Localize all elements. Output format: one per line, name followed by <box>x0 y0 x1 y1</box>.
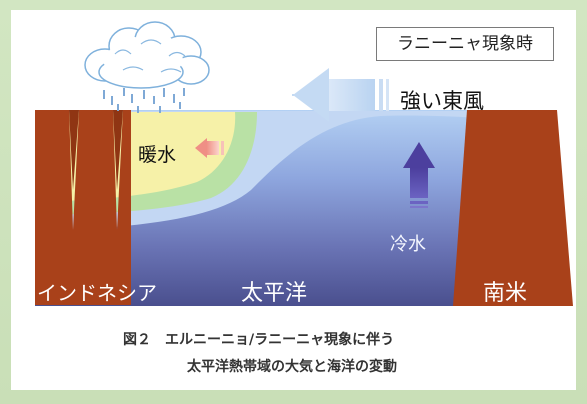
cold-water-label: 冷水 <box>390 234 426 255</box>
la-nina-diagram <box>35 21 573 306</box>
upwelling-arrow-icon <box>403 142 435 208</box>
wind-arrow-icon <box>292 68 389 122</box>
pacific-label: 太平洋 <box>241 281 308 306</box>
caption-line-1: 図２ エルニーニョ/ラニーニャ現象に伴う <box>123 332 395 348</box>
warm-water-label: 暖水 <box>138 144 177 166</box>
indonesia-land-detail <box>69 110 123 190</box>
warm-flow-arrow-icon <box>195 138 224 158</box>
south-america-land <box>453 110 573 306</box>
caption-line-2: 太平洋熱帯域の大気と海洋の変動 <box>187 359 397 375</box>
state-label-box: ラニーニャ現象時 <box>376 27 554 61</box>
south-america-label: 南米 <box>483 281 528 306</box>
indonesia-label: インドネシア <box>37 281 157 305</box>
figure-panel: ラニーニャ現象時 強い東風 暖水 冷水 インドネシア 太平洋 南米 図２ エルニ… <box>11 10 576 390</box>
rain-cloud-icon <box>84 21 210 113</box>
wind-label: 強い東風 <box>400 89 484 113</box>
indonesia-land <box>35 110 131 305</box>
